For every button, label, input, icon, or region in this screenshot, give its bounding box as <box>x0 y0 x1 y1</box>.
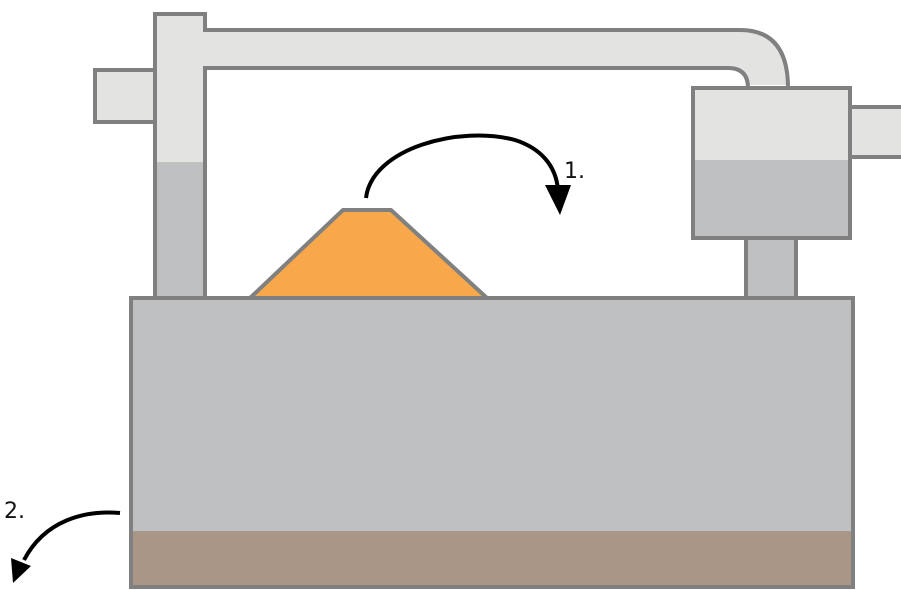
tank-sediment-layer <box>131 531 853 587</box>
left-vertical-pipe-empty <box>155 14 207 162</box>
collector-box-water <box>693 160 850 238</box>
collector-box-empty <box>693 88 850 160</box>
left-inlet-stub <box>93 68 159 124</box>
step2-arrow-curve <box>22 510 121 561</box>
collector-connector-pipe <box>744 236 798 300</box>
step1-arrow-head <box>545 185 571 215</box>
tank-outline <box>129 296 855 589</box>
step2-label: 2. <box>4 499 25 524</box>
step2-arrow-head <box>11 558 31 583</box>
material-pile <box>248 208 489 300</box>
left-vertical-pipe-water <box>155 162 207 298</box>
step1-label: 1. <box>564 159 585 184</box>
step1-arrow-curve <box>364 133 560 199</box>
right-outlet-stub <box>848 105 901 159</box>
top-horizontal-pipe <box>205 30 788 85</box>
tank-water <box>131 298 853 531</box>
pipe-outline <box>153 12 790 298</box>
